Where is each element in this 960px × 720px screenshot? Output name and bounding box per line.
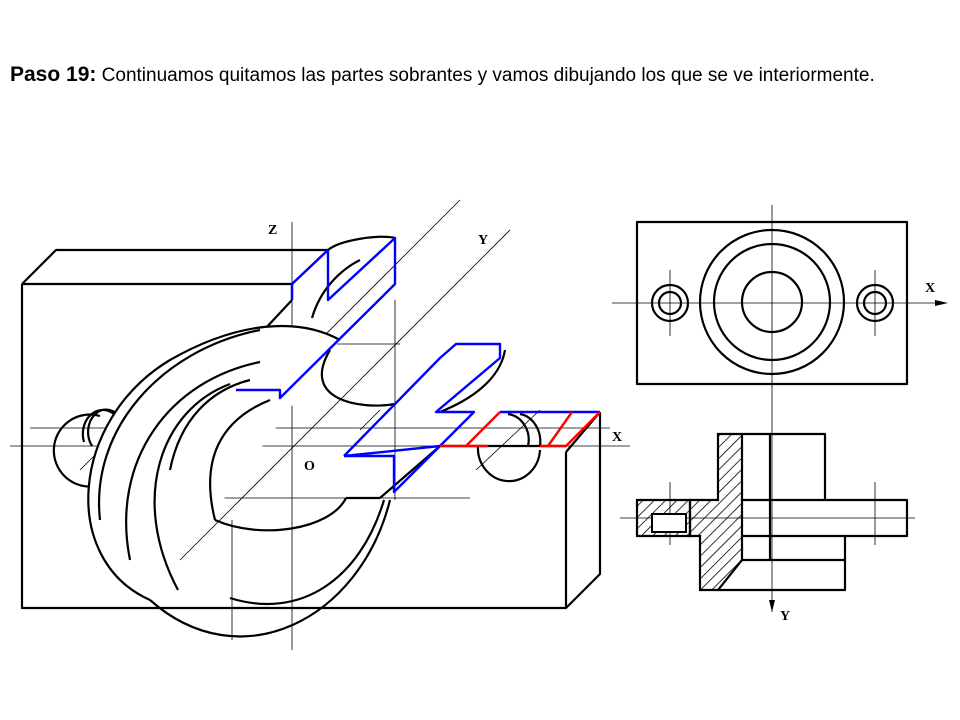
iso-z-label: Z	[268, 223, 277, 238]
step-number: Paso 19:	[10, 63, 97, 86]
iso-section-blue	[236, 236, 600, 494]
iso-right-boss	[476, 412, 542, 483]
iso-section-red	[440, 411, 601, 448]
step-caption: Paso 19: Continuamos quitamos las partes…	[10, 62, 950, 89]
iso-cylinder	[87, 235, 507, 638]
top-view: X	[612, 205, 948, 400]
y-axis-arrow-icon	[769, 600, 775, 612]
top-x-label: X	[925, 281, 935, 296]
x-axis-arrow-icon	[935, 300, 948, 306]
iso-y-label: Y	[478, 233, 488, 248]
section-y-label: Y	[780, 609, 790, 624]
isometric-view: Z Y X O	[10, 199, 630, 650]
section-view: Y	[620, 400, 915, 624]
iso-x-label: X	[612, 430, 622, 445]
iso-origin-label: O	[304, 459, 315, 474]
iso-construction-lines	[10, 199, 630, 650]
step-description: Continuamos quitamos las partes sobrante…	[96, 65, 875, 86]
